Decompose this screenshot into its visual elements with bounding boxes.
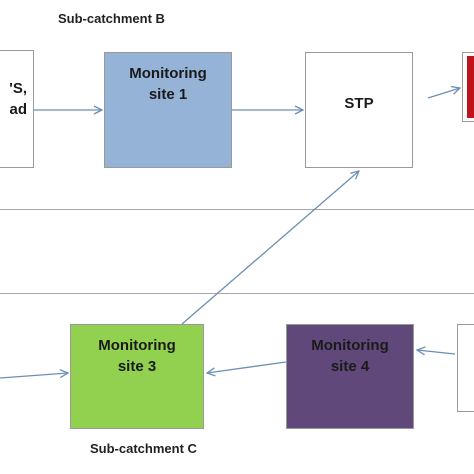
monitoring-site-3-node: Monitoring site 3 bbox=[70, 324, 204, 429]
monitoring-site-4-node: Monitoring site 4 bbox=[286, 324, 414, 429]
sub-catchment-b-label: Sub-catchment B bbox=[58, 11, 165, 26]
sub-catchment-c-label: Sub-catchment C bbox=[90, 441, 197, 456]
monitoring-site-1-node: Monitoring site 1 bbox=[104, 52, 232, 168]
stp-node: STP bbox=[305, 52, 413, 168]
left-source-label: 'S, ad bbox=[9, 80, 27, 118]
left-source-node: 'S, ad bbox=[0, 50, 34, 168]
outlet-red-block bbox=[467, 56, 474, 118]
right-source-node bbox=[457, 324, 474, 412]
monitoring-site-3-label: Monitoring site 3 bbox=[98, 337, 176, 375]
monitoring-site-1-label: Monitoring site 1 bbox=[129, 65, 207, 103]
monitoring-site-4-label: Monitoring site 4 bbox=[311, 337, 389, 375]
stp-label: STP bbox=[344, 94, 374, 112]
